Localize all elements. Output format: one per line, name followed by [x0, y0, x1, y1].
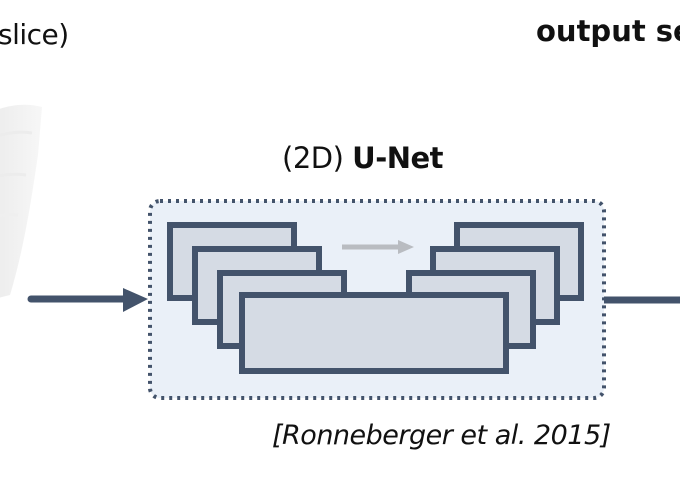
- unet-title-model: U-Net: [352, 141, 444, 175]
- output-label: output se: [536, 14, 680, 48]
- input-brain-slice-image: [0, 104, 42, 298]
- input-label: slice): [0, 18, 69, 51]
- unet-title: (2D) U-Net: [282, 141, 444, 175]
- citation: [Ronneberger et al. 2015]: [272, 420, 611, 451]
- bottleneck-block: [239, 292, 509, 374]
- input-arrow: [27, 288, 148, 312]
- skip-connection-arrow: [342, 240, 414, 254]
- unet-title-prefix: (2D): [282, 141, 344, 175]
